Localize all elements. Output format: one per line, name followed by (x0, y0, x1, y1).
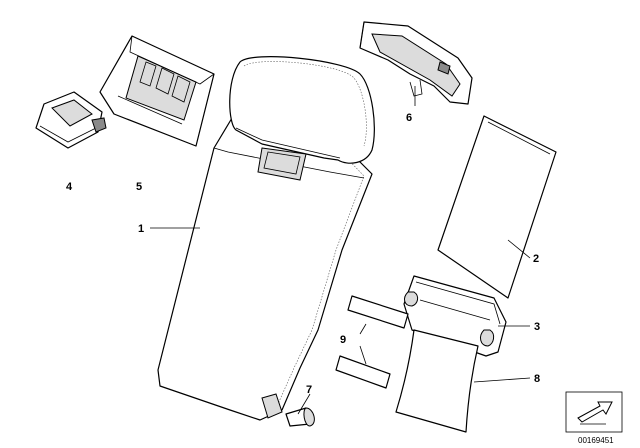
callout-6: 6 (406, 112, 412, 124)
callout-8: 8 (534, 373, 540, 385)
tape-strips-part[interactable] (335, 295, 409, 389)
lattice-bracket-part[interactable] (99, 35, 215, 147)
backrest-part[interactable] (157, 56, 375, 421)
small-frame-part[interactable] (35, 91, 107, 149)
callout-7: 7 (306, 384, 312, 396)
callout-3: 3 (534, 321, 540, 333)
leader-lines (150, 86, 531, 415)
callout-9: 9 (340, 334, 346, 346)
cover-panel-part[interactable] (437, 115, 557, 299)
upper-bracket-part[interactable] (359, 21, 473, 105)
bolt-part[interactable] (285, 407, 315, 427)
callout-5: 5 (136, 181, 142, 193)
document-number: 00169451 (578, 436, 614, 445)
arrow-nav-icon[interactable] (565, 391, 623, 433)
flexible-panel-part[interactable] (395, 329, 479, 433)
callout-1: 1 (138, 223, 144, 235)
callout-2: 2 (533, 253, 539, 265)
callout-4: 4 (66, 181, 73, 193)
